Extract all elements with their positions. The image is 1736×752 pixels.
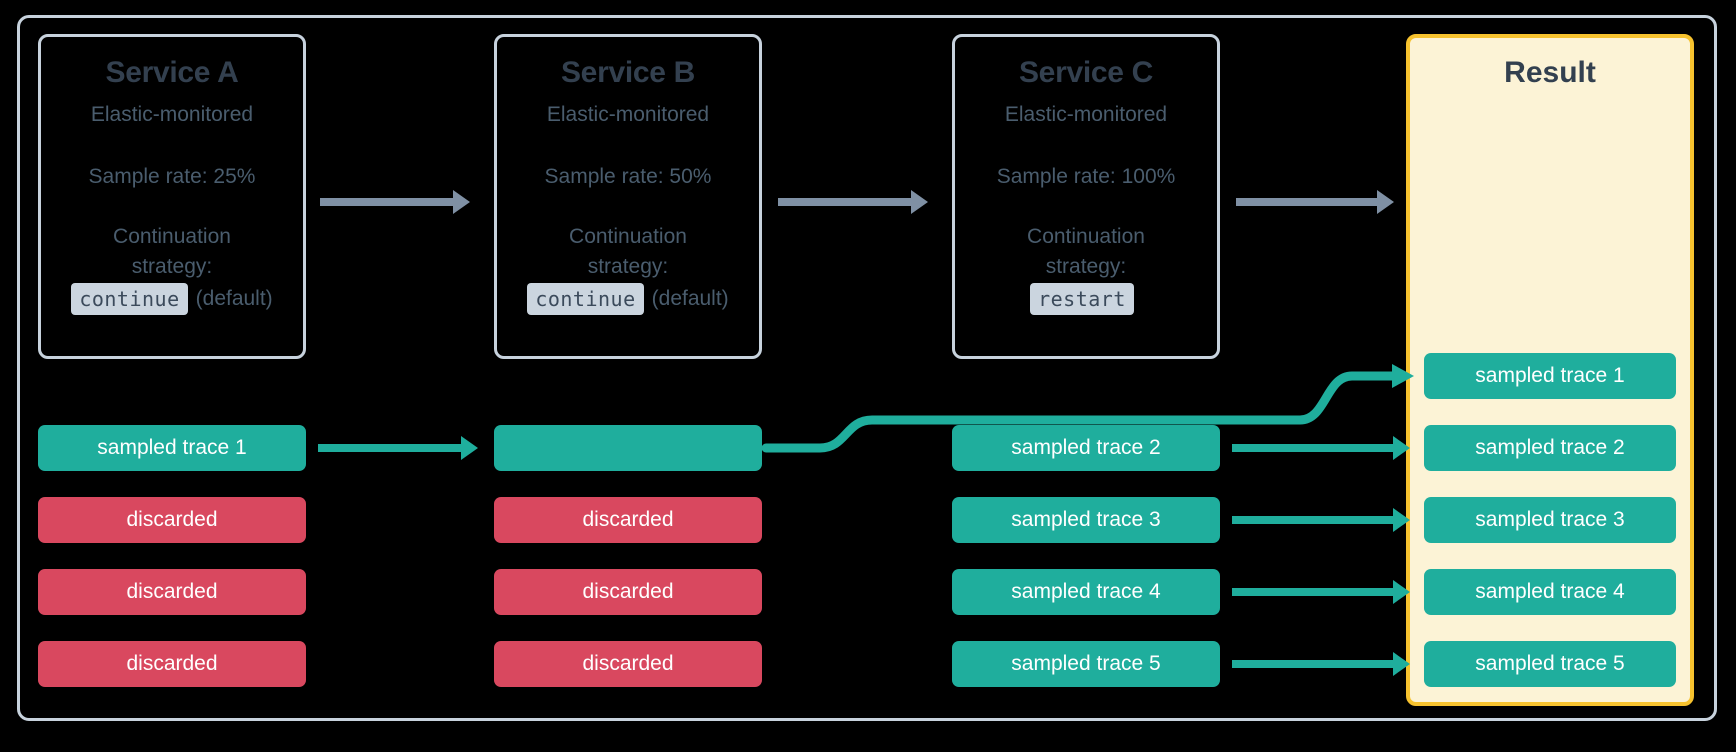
- service-a-sample-rate: Sample rate: 25%: [88, 165, 256, 188]
- service-c-sample-rate: Sample rate: 100%: [996, 165, 1176, 188]
- result-title: Result: [1504, 56, 1596, 89]
- service-b-monitored: Elastic-monitored: [546, 103, 710, 126]
- service-a-strategy-note: (default): [195, 287, 273, 310]
- service-b-sample-rate: Sample rate: 50%: [544, 165, 712, 188]
- arrow-head: [911, 190, 928, 214]
- service-b-strategy-code: continue: [527, 283, 644, 315]
- service-card-a: Service A Elastic-monitored Sample rate:…: [38, 34, 306, 359]
- result-trace-chip-4: sampled trace 4: [1424, 569, 1676, 615]
- trace-chip-c-3: sampled trace 3: [952, 497, 1220, 543]
- service-c-strategy-code: restart: [1030, 283, 1134, 315]
- diagram-outer-frame: [17, 15, 1717, 721]
- service-c-strategy-label-1: Continuation: [1027, 225, 1145, 248]
- arrow-head: [1393, 580, 1410, 604]
- service-b-title: Service B: [560, 56, 696, 89]
- result-trace-chip-3: sampled trace 3: [1424, 497, 1676, 543]
- service-a-monitored: Elastic-monitored: [90, 103, 254, 126]
- arrow-shaft: [1232, 444, 1393, 452]
- result-trace-chip-5: sampled trace 5: [1424, 641, 1676, 687]
- trace-chip-c-5: sampled trace 5: [952, 641, 1220, 687]
- service-b-strategy-note: (default): [651, 287, 729, 310]
- arrow-head: [1393, 652, 1410, 676]
- service-card-c: Service C Elastic-monitored Sample rate:…: [952, 34, 1220, 359]
- trace-chip-a-2: discarded: [38, 497, 306, 543]
- arrow-shaft: [778, 198, 911, 206]
- trace-chip-b-4: discarded: [494, 641, 762, 687]
- trace-chip-c-4: sampled trace 4: [952, 569, 1220, 615]
- service-a-strategy-label-1: Continuation: [113, 225, 231, 248]
- result-trace-chip-1: sampled trace 1: [1424, 353, 1676, 399]
- arrow-shaft: [1232, 588, 1393, 596]
- arrow-head: [1377, 190, 1394, 214]
- service-c-monitored: Elastic-monitored: [1004, 103, 1168, 126]
- arrow-shaft: [318, 444, 461, 452]
- arrow-head: [453, 190, 470, 214]
- arrow-shaft: [320, 198, 453, 206]
- service-c-strategy-value: restart: [955, 283, 1217, 315]
- arrow-head: [461, 436, 478, 460]
- service-c-strategy-label-2: strategy:: [1045, 255, 1127, 278]
- service-b-strategy-label-2: strategy:: [587, 255, 669, 278]
- trace-chip-a-1: sampled trace 1: [38, 425, 306, 471]
- trace-chip-b-3: discarded: [494, 569, 762, 615]
- service-a-strategy-code: continue: [71, 283, 188, 315]
- service-a-title: Service A: [105, 56, 239, 89]
- arrow-shaft: [1232, 660, 1393, 668]
- arrow-shaft: [1232, 516, 1393, 524]
- result-trace-chip-2: sampled trace 2: [1424, 425, 1676, 471]
- arrow-shaft: [1236, 198, 1377, 206]
- trace-chip-c-2: sampled trace 2: [952, 425, 1220, 471]
- service-card-b: Service B Elastic-monitored Sample rate:…: [494, 34, 762, 359]
- service-b-strategy-value: continue (default): [497, 283, 759, 315]
- arrow-head: [1393, 508, 1410, 532]
- trace-chip-b-1: [494, 425, 762, 471]
- service-a-strategy-label-2: strategy:: [131, 255, 213, 278]
- service-c-title: Service C: [1018, 56, 1154, 89]
- service-a-strategy-value: continue (default): [41, 283, 303, 315]
- arrow-head: [1393, 436, 1410, 460]
- trace-chip-a-3: discarded: [38, 569, 306, 615]
- service-b-strategy-label-1: Continuation: [569, 225, 687, 248]
- trace-chip-a-4: discarded: [38, 641, 306, 687]
- trace-chip-b-2: discarded: [494, 497, 762, 543]
